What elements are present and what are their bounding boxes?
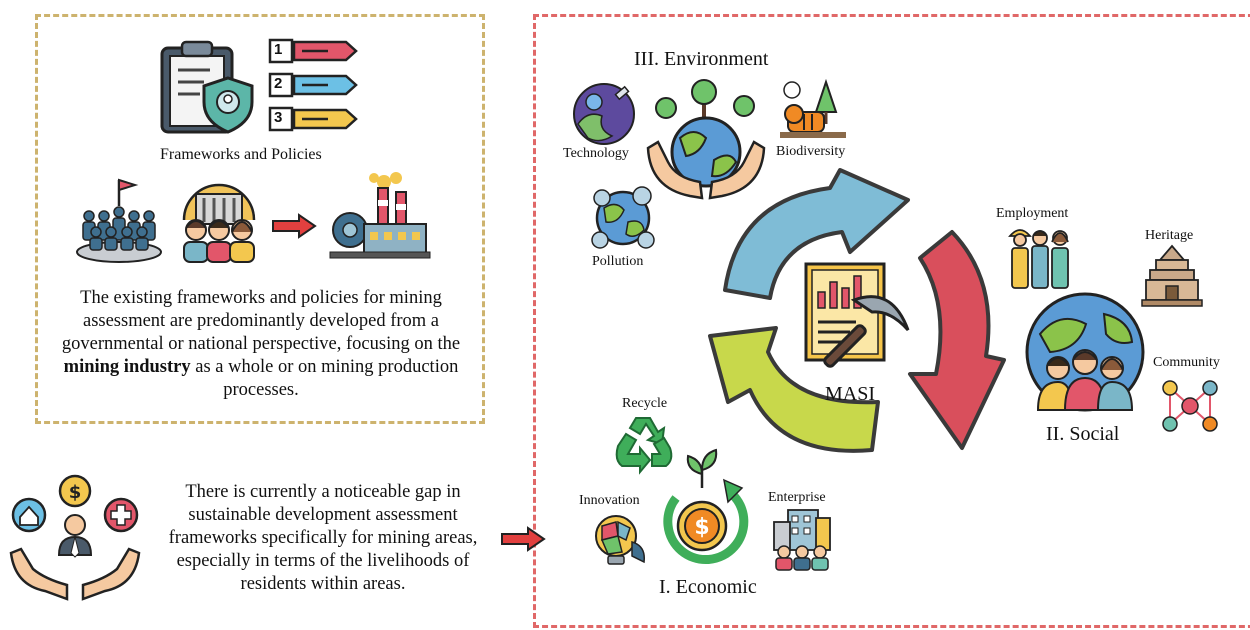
community-label: Community — [1153, 355, 1220, 370]
gap-text: There is currently a noticeable gap in s… — [168, 482, 478, 594]
recycle-icon — [615, 417, 673, 475]
livelihood-hands-icon: $ — [9, 474, 141, 601]
frameworks-label: Frameworks and Policies — [160, 146, 322, 163]
network-icon — [1162, 380, 1218, 432]
temple-icon — [1141, 244, 1203, 307]
masi-panel — [533, 14, 1250, 628]
tiger-forest-icon — [780, 78, 846, 138]
list-number-3: 3 — [274, 109, 283, 126]
pollution-label: Pollution — [592, 254, 644, 269]
yellow-cycle-arrow — [708, 326, 880, 453]
masi-label: MASI — [825, 383, 876, 405]
enterprise-building-icon — [773, 509, 831, 571]
globe-hands-icon — [646, 79, 766, 200]
employment-label: Employment — [996, 206, 1069, 221]
list-number-1: 1 — [274, 41, 283, 58]
existing-text-bold: mining industry — [63, 357, 191, 377]
list-number-2: 2 — [274, 75, 283, 92]
right-arrow-icon — [272, 213, 317, 239]
svg-text:$: $ — [694, 515, 709, 540]
existing-frameworks-text: The existing frameworks and policies for… — [50, 287, 472, 402]
technology-label: Technology — [563, 146, 629, 161]
factory-icon — [329, 172, 431, 259]
existing-text-before: The existing frameworks and policies for… — [61, 288, 461, 354]
frameworks-panel — [35, 14, 485, 424]
red-cycle-arrow — [908, 230, 1006, 450]
enterprise-label: Enterprise — [768, 490, 826, 505]
government-people-icon — [182, 183, 256, 263]
money-growth-icon: $ — [663, 448, 749, 565]
recycle-label: Recycle — [622, 396, 668, 411]
satellite-globe-icon — [573, 83, 635, 145]
biodiversity-label: Biodiversity — [776, 144, 846, 159]
gap-right-arrow-icon — [501, 526, 546, 552]
workers-icon — [1008, 229, 1069, 289]
clipboard-shield-icon — [160, 40, 254, 134]
existing-text-after: as a whole or on mining production proce… — [190, 357, 459, 400]
globe-community-icon — [1025, 292, 1145, 412]
polluted-globe-icon — [591, 186, 655, 249]
idea-puzzle-icon — [595, 515, 645, 565]
economic-title: I. Economic — [659, 576, 757, 598]
crowd-flag-icon — [76, 178, 162, 263]
cycle-arrows — [708, 168, 910, 453]
mining-document-icon — [804, 262, 910, 368]
innovation-label: Innovation — [579, 493, 640, 508]
blue-cycle-arrow — [723, 168, 910, 300]
social-title: II. Social — [1046, 423, 1120, 445]
environment-title: III. Environment — [634, 48, 769, 70]
svg-text:$: $ — [69, 482, 82, 503]
heritage-label: Heritage — [1145, 228, 1194, 243]
numbered-list-icon — [268, 38, 358, 132]
